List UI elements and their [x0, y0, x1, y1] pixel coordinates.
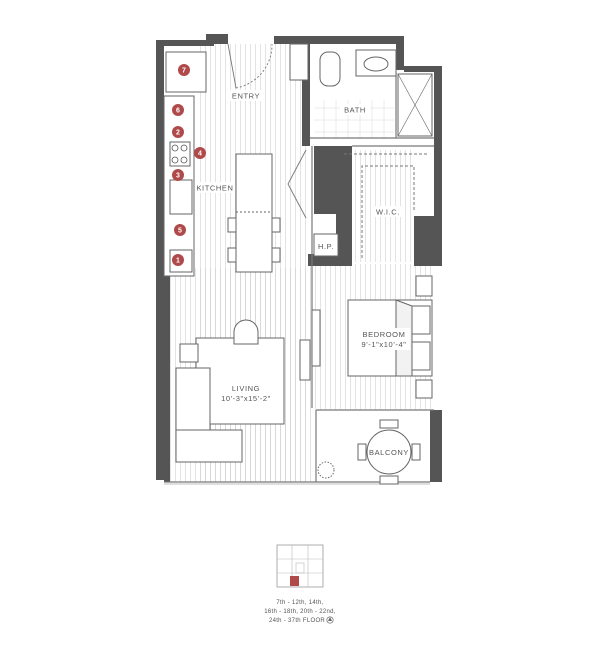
kitchen-label: KITCHEN	[196, 184, 233, 193]
north-arrow-icon	[326, 616, 334, 624]
heat-pump	[313, 233, 339, 257]
floors-line-3: 24th - 37th FLOOR	[269, 618, 325, 624]
bathroom-fixtures	[289, 43, 433, 137]
svg-text:1: 1	[176, 258, 180, 265]
hp-label: H.P.	[318, 242, 334, 251]
balcony-label: BALCONY	[369, 448, 409, 457]
balcony-furniture	[317, 419, 421, 485]
kitchen-island	[227, 153, 281, 273]
bedroom-label: BEDROOM	[363, 330, 406, 339]
marker-4: 4	[194, 147, 206, 159]
svg-text:2: 2	[176, 130, 180, 137]
kitchen-counter	[163, 51, 207, 277]
unit-highlight	[290, 576, 299, 586]
marker-3: 3	[172, 169, 184, 181]
living-dimensions: 10'-3"x15'-2"	[221, 394, 271, 403]
appliance-markers: 7 6 2 4 3 5 1	[172, 64, 206, 266]
svg-text:6: 6	[176, 108, 180, 115]
wic-label: W.I.C.	[376, 208, 400, 217]
doors	[227, 43, 307, 219]
living-furniture	[175, 319, 311, 463]
marker-7: 7	[178, 64, 190, 76]
floors-line-2: 16th - 18th, 20th - 22nd,	[264, 609, 336, 615]
svg-text:5: 5	[178, 228, 182, 235]
svg-text:7: 7	[182, 68, 186, 75]
marker-5: 5	[174, 224, 186, 236]
svg-text:4: 4	[198, 151, 202, 158]
living-label: LIVING	[232, 384, 260, 393]
bath-label: BATH	[344, 106, 366, 115]
room-labels: ENTRY BATH KITCHEN W.I.C. H.P. BEDROOM 9…	[196, 90, 410, 457]
entry-label: ENTRY	[232, 92, 260, 101]
marker-2: 2	[172, 126, 184, 138]
cooktop	[171, 144, 188, 164]
marker-6: 6	[172, 104, 184, 116]
bedroom-dimensions: 9'-1"x10'-4"	[362, 340, 407, 349]
marker-1: 1	[172, 254, 184, 266]
floors-line-1: 7th - 12th, 14th,	[276, 600, 323, 606]
walls	[156, 34, 442, 482]
svg-text:3: 3	[176, 173, 180, 180]
key-plan: 7th - 12th, 14th, 16th - 18th, 20th - 22…	[264, 544, 336, 624]
closet-shelving	[344, 153, 428, 258]
